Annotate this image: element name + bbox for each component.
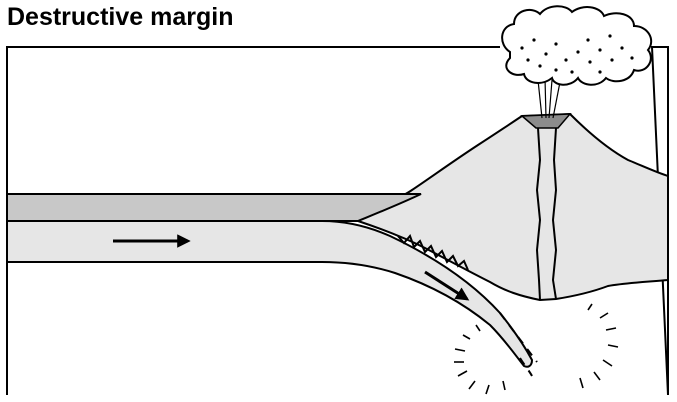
down-right-arrow-icon	[424, 270, 470, 301]
plate-dashed-edge	[499, 312, 538, 377]
radiating-lines-icon	[454, 324, 506, 395]
magma-conduit	[535, 127, 558, 301]
radiating-lines-icon	[579, 303, 619, 389]
diagram-title: Destructive margin	[7, 3, 234, 31]
subducting-plate	[6, 220, 534, 368]
eruption-column	[537, 77, 561, 119]
zigzag-earthquake-icon	[397, 234, 469, 271]
ash-cloud-icon	[501, 5, 653, 86]
oceanic-crust-layer	[6, 193, 422, 222]
